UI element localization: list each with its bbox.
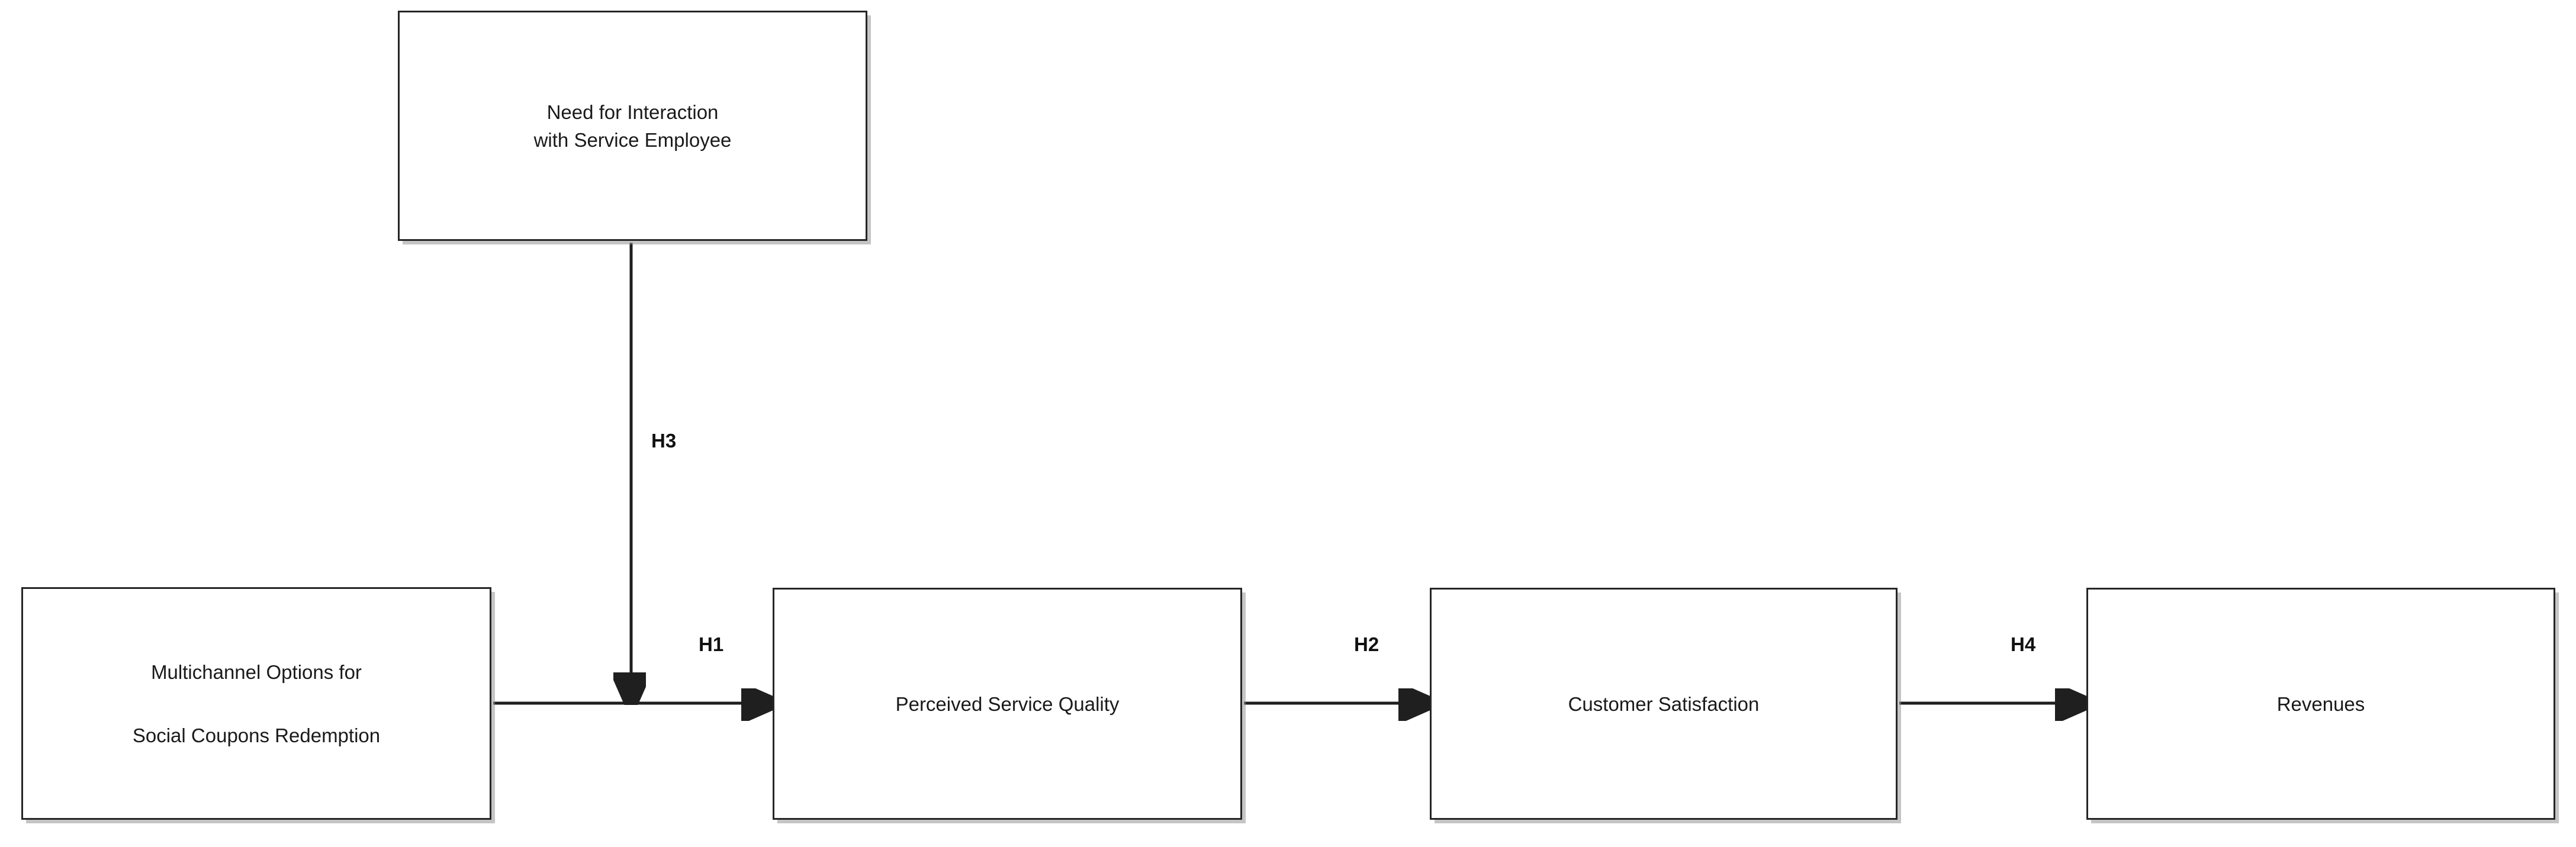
node-perceived-service-quality[interactable]: Perceived Service Quality	[773, 588, 1242, 820]
node-revenues[interactable]: Revenues	[2086, 588, 2555, 820]
node-label-line: Need for Interaction	[546, 101, 719, 123]
edge-label-h3: H3	[651, 430, 677, 452]
node-label-line: Multichannel Options for	[151, 661, 362, 683]
edge-label-h1: H1	[699, 633, 724, 655]
node-label-line: Revenues	[2276, 693, 2365, 715]
node-label-line: Perceived Service Quality	[895, 693, 1120, 715]
edge-label-h2: H2	[1354, 633, 1379, 655]
node-label-line: Social Coupons Redemption	[132, 724, 381, 746]
node-label-line: with Service Employee	[533, 128, 732, 151]
node-customer-satisfaction[interactable]: Customer Satisfaction	[1430, 588, 1898, 820]
node-label-line: Customer Satisfaction	[1568, 693, 1760, 715]
node-need-for-interaction[interactable]: Need for Interaction with Service Employ…	[398, 11, 867, 241]
edge-label-h4: H4	[2011, 633, 2036, 655]
node-multichannel-options[interactable]: Multichannel Options for Social Coupons …	[21, 587, 491, 820]
